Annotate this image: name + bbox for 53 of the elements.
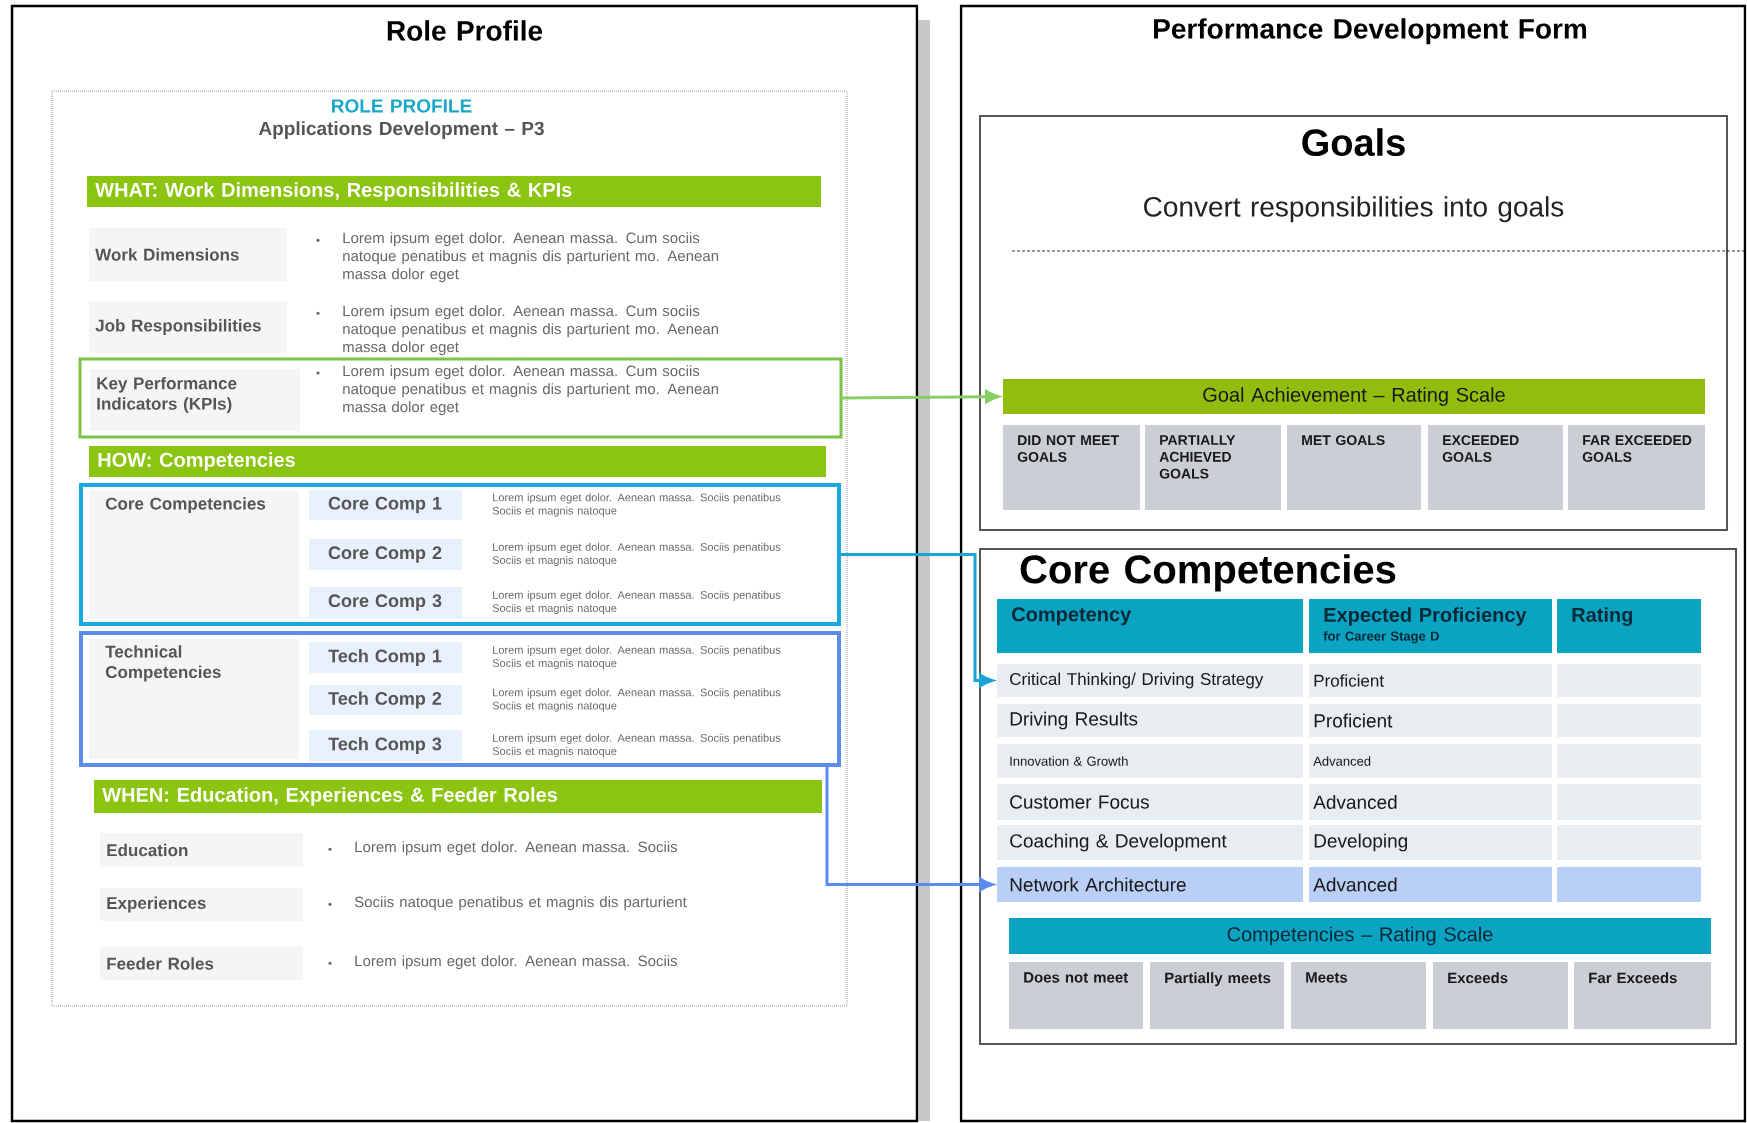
rating-cell: FAR EXCEEDED GOALS (1568, 425, 1705, 510)
node-label: Lorem ipsum eget dolor. Aenean massa. Sociis penatibus Sociis et magnis natoque (492, 493, 781, 517)
section-band: HOW: Competencies (89, 446, 826, 477)
node-label: Advanced (1313, 877, 1397, 892)
rating-cell: Exceeds (1433, 962, 1568, 1029)
table-row: Innovation & Growth Advanced (997, 744, 1701, 778)
node-label: Lorem ipsum eget dolor. Aenean massa. Sociis penatibus Sociis et magnis natoque (492, 733, 781, 758)
node-label: Lorem ipsum eget dolor. Aenean massa. Sociis penatibus Sociis et magnis natoque (492, 542, 781, 567)
table-row: Network Architecture Advanced (997, 867, 1701, 902)
table-row: Customer Focus Advanced (997, 784, 1701, 820)
rating-cell: Meets (1291, 962, 1426, 1029)
rating-cell: DID NOT MEET GOALS (1003, 425, 1140, 510)
table-row: Critical Thinking/ Driving Strategy Proficient (997, 664, 1701, 697)
node-label: Lorem ipsum eget dolor. Aenean massa. Sociis penatibus Sociis et magnis natoque (492, 645, 781, 670)
rating-cell: Far Exceeds (1574, 962, 1711, 1029)
profile-row: Job Responsibilities Lorem ipsum eget dolor. Aenean massa. Cum sociis natoque penatibus et magnis dis parturient mo. Aenean massa dolor eget (89, 301, 719, 356)
competency-row: Tech Comp 3 Lorem ipsum eget dolor. Aenean massa. Sociis penatibus Sociis et magnis natoque (309, 730, 781, 761)
section-band: WHEN: Education, Experiences & Feeder Roles (94, 780, 822, 813)
table-row: Driving Results Proficient (997, 704, 1701, 737)
competency-row: Tech Comp 2 Lorem ipsum eget dolor. Aenean massa. Sociis penatibus Sociis et magnis natoque (309, 685, 781, 715)
competency-row: Core Comp 1 Lorem ipsum eget dolor. Aenean massa. Sociis penatibus Sociis et magnis natoque (309, 490, 781, 520)
rating-cell: Partially meets (1150, 962, 1284, 1029)
node-label: Developing (1314, 833, 1408, 852)
table-header-cell: Expected Proficiency for Career Stage D (1309, 599, 1552, 653)
rating-cell: MET GOALS (1287, 425, 1421, 510)
competency-row: Core Comp 3 Lorem ipsum eget dolor. Aenean massa. Sociis penatibus Sociis et magnis natoque (309, 587, 781, 618)
table-row: Coaching & Development Developing (997, 825, 1701, 860)
rating-scale-bar: Goal Achievement – Rating Scale (1003, 379, 1705, 414)
node-label: Lorem ipsum eget dolor. Aenean massa. Cum sociis natoque penatibus et magnis dis parturient mo. Aenean massa dolor eget (343, 232, 719, 283)
node-label: Lorem ipsum eget dolor. Aenean massa. Sociis penatibus Sociis et magnis natoque (492, 688, 781, 712)
node-label: Lorem ipsum eget dolor. Aenean massa. Sociis (355, 955, 678, 970)
profile-row: Feeder Roles Lorem ipsum eget dolor. Aenean massa. Sociis (100, 947, 678, 980)
table-header-cell: Competency (997, 599, 1303, 653)
profile-row: Work Dimensions Lorem ipsum eget dolor. Aenean massa. Cum sociis natoque penatibus et magnis dis parturient mo. Aenean massa dolor eget (89, 228, 719, 283)
node-label: Lorem ipsum eget dolor. Aenean massa. Cum sociis natoque penatibus et magnis dis parturient mo. Aenean massa dolor eget (343, 305, 719, 356)
rating-scale-bar: Competencies – Rating Scale (1009, 918, 1711, 954)
node-label: Lorem ipsum eget dolor. Aenean massa. Sociis (355, 841, 678, 856)
table-header-cell: Rating (1557, 599, 1701, 653)
node-label: Advanced (1313, 756, 1371, 766)
rating-cell: PARTIALLY ACHIEVED GOALS (1145, 425, 1281, 510)
node-label: Advanced (1313, 795, 1397, 809)
profile-row: Experiences Sociis natoque penatibus et magnis dis parturient (100, 888, 687, 921)
node-label: Proficient (1314, 674, 1384, 687)
section-band: WHAT: Work Dimensions, Responsibilities & KPIs (87, 176, 821, 207)
highlight-box: Key Performance Indicators (KPIs) Lorem ipsum eget dolor. Aenean massa. Cum sociis natoque penatibus et magnis dis parturient mo. Aenean massa dolor eget (78, 357, 843, 439)
profile-row: Education Lorem ipsum eget dolor. Aenean massa. Sociis (100, 833, 678, 867)
rating-cell: EXCEEDED GOALS (1428, 425, 1563, 510)
node-label: Proficient (1314, 713, 1393, 728)
competency-row: Core Comp 2 Lorem ipsum eget dolor. Aenean massa. Sociis penatibus Sociis et magnis natoque (309, 539, 781, 570)
node-label: Lorem ipsum eget dolor. Aenean massa. Sociis penatibus Sociis et magnis natoque (492, 590, 781, 615)
rating-cell: Does not meet (1009, 962, 1143, 1029)
node-label: Sociis natoque penatibus et magnis dis parturient (354, 896, 687, 911)
competency-row: Tech Comp 1 Lorem ipsum eget dolor. Aenean massa. Sociis penatibus Sociis et magnis natoque (309, 642, 781, 673)
